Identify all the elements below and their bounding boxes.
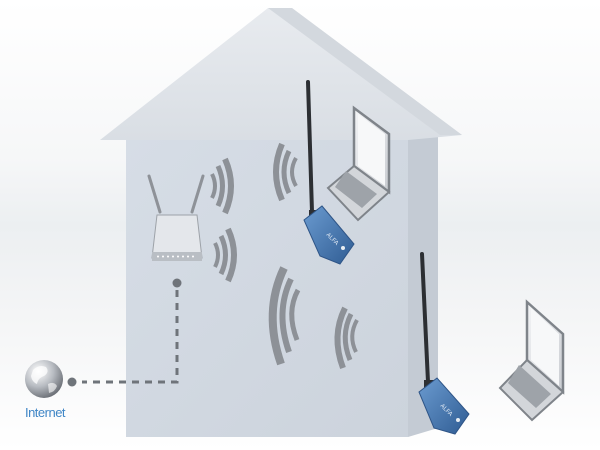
router-body bbox=[151, 214, 203, 259]
globe-continent bbox=[31, 366, 48, 384]
router-leds bbox=[157, 255, 194, 258]
adapter-inside-body bbox=[303, 205, 355, 265]
cable-end bbox=[67, 377, 77, 387]
laptop-inside-keyboard bbox=[335, 171, 377, 208]
laptop-outside-keyboard bbox=[508, 365, 551, 408]
wifi-adapter-outside: ALFA bbox=[418, 252, 470, 435]
laptop-inside-icon bbox=[326, 105, 391, 222]
adapter-inside-led bbox=[341, 246, 345, 250]
house-front-wall bbox=[126, 140, 408, 437]
ethernet-cable bbox=[67, 278, 182, 387]
adapter-outside-led bbox=[456, 418, 460, 422]
house-roof bbox=[100, 8, 462, 140]
wifi-waves bbox=[210, 142, 359, 370]
cable-port bbox=[172, 278, 182, 288]
cable-dashed-line bbox=[82, 290, 179, 384]
internet-globe bbox=[25, 360, 63, 398]
internet-label: Internet bbox=[24, 405, 66, 420]
wifi-adapter-inside: ALFA bbox=[303, 80, 355, 265]
house bbox=[100, 8, 462, 437]
adapter-outside-antenna bbox=[420, 252, 430, 384]
router-antenna-left bbox=[147, 174, 162, 214]
adapter-inside-antenna bbox=[306, 80, 314, 214]
laptop-outside-icon bbox=[498, 299, 565, 422]
wifi-waves-laptop-adapter bbox=[273, 142, 298, 202]
wifi-waves-center-large bbox=[268, 266, 301, 366]
wifi-waves-router-upper bbox=[210, 157, 234, 215]
laptop-inside-display bbox=[358, 114, 385, 186]
wifi-waves-center-small bbox=[334, 306, 359, 370]
globe-icon bbox=[25, 360, 63, 398]
wifi-waves-router-lower bbox=[213, 227, 237, 283]
house-roof-side bbox=[268, 8, 462, 135]
laptop-outside-display bbox=[531, 308, 559, 386]
globe-continent bbox=[48, 382, 57, 393]
router bbox=[147, 174, 205, 261]
router-antenna-right bbox=[190, 174, 205, 214]
